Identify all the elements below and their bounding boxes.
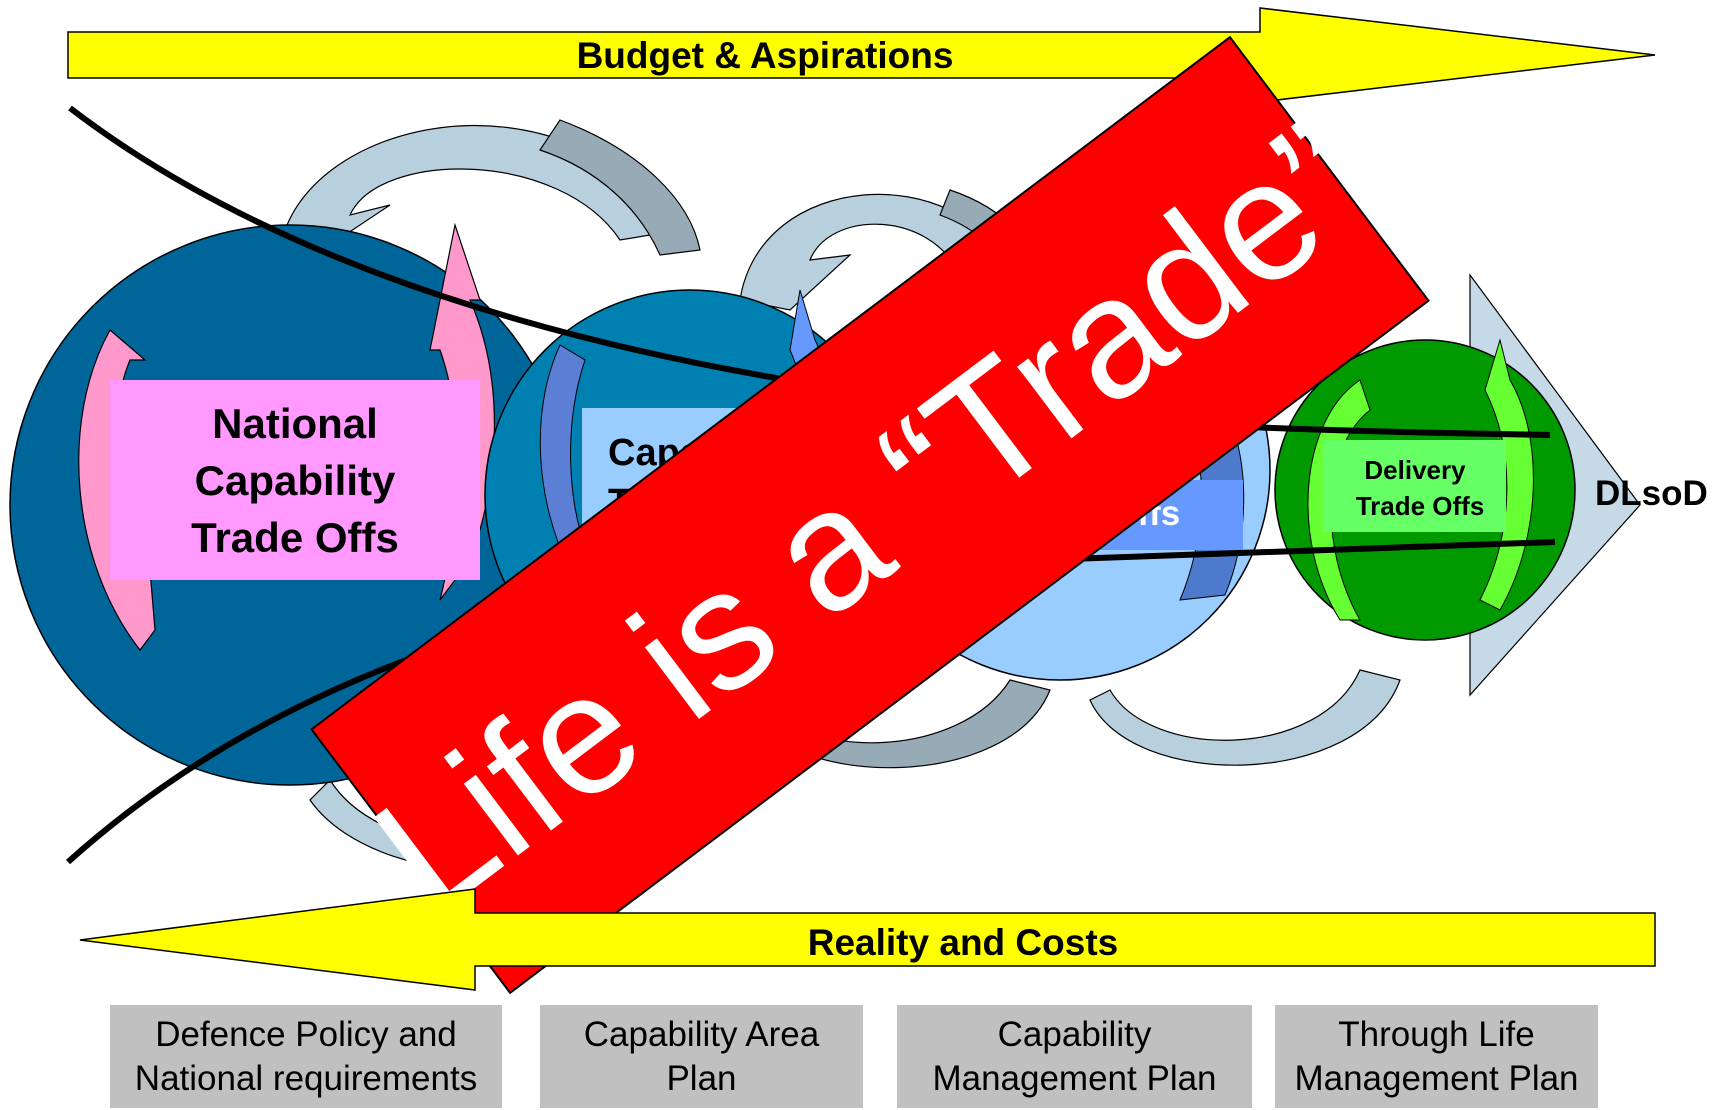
capability-area-plan-box: Capability Area Plan — [540, 1005, 863, 1108]
delivery-label-line2: Trade Offs — [1356, 491, 1485, 521]
budget-aspirations-arrow: Budget & Aspirations — [67, 7, 1656, 103]
through-life-plan-line2: Management Plan — [1294, 1058, 1579, 1098]
capability-management-plan-line2: Management Plan — [932, 1058, 1217, 1098]
capability-area-plan-line2: Plan — [666, 1058, 737, 1098]
budget-aspirations-label: Budget & Aspirations — [577, 35, 954, 76]
reality-costs-arrow: Reality and Costs — [79, 888, 1656, 991]
delivery-label-line1: Delivery — [1364, 455, 1466, 485]
dlsod-label: DLsoD — [1595, 474, 1708, 513]
through-life-plan-line1: Through Life — [1338, 1014, 1535, 1054]
defence-policy-box: Defence Policy and National requirements — [110, 1005, 502, 1108]
capability-management-plan-box: Capability Management Plan — [897, 1005, 1252, 1108]
capability-management-plan-line1: Capability — [997, 1014, 1152, 1054]
defence-policy-line2: National requirements — [134, 1058, 478, 1098]
national-label-box — [110, 380, 480, 580]
delivery-label-box — [1323, 440, 1506, 532]
capability-area-plan-line1: Capability Area — [583, 1014, 820, 1054]
through-life-plan-box: Through Life Management Plan — [1275, 1005, 1598, 1108]
national-label-line1: National — [212, 400, 378, 447]
national-label-line3: Trade Offs — [191, 514, 399, 561]
reality-costs-label: Reality and Costs — [808, 922, 1118, 963]
defence-policy-line1: Defence Policy and — [155, 1014, 457, 1054]
national-label-line2: Capability — [195, 457, 396, 504]
